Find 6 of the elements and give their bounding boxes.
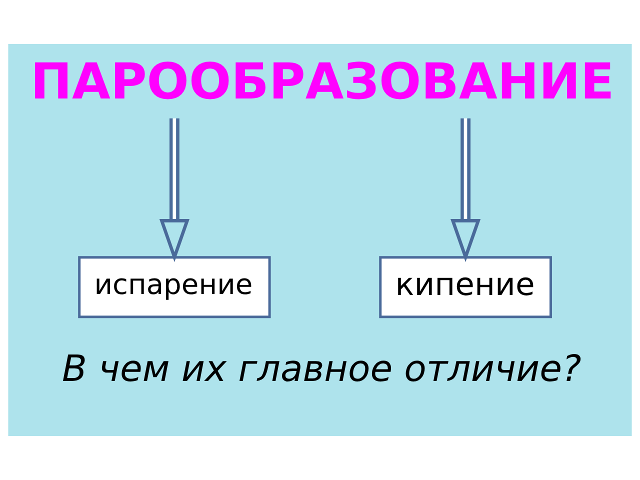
node-text: ПАРООБРАЗОВАНИЕ xyxy=(30,52,614,111)
node-box: испарение xyxy=(78,256,271,318)
arrow xyxy=(450,118,481,262)
arrow xyxy=(159,118,190,262)
caption: В чем их главное отличие? xyxy=(62,346,582,390)
node-box: кипение xyxy=(379,256,552,318)
